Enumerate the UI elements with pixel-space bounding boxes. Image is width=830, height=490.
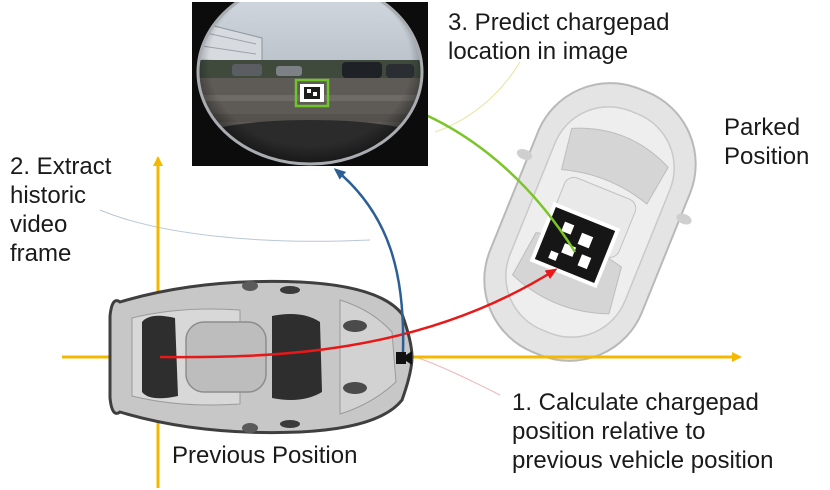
label-previous-position: Previous Position xyxy=(172,442,358,469)
arrow-extract-frame xyxy=(333,168,405,353)
leader-line-step1 xyxy=(409,354,501,396)
label-step3-predict-location: 3. Predict chargepad location in image xyxy=(448,9,670,65)
chargepad-detection-box xyxy=(294,78,330,108)
chargepad-marker-icon xyxy=(529,201,621,289)
label-step2-extract-frame: 2. Extract historic video frame xyxy=(10,153,112,267)
historic-video-frame xyxy=(192,2,428,166)
label-step1-calculate-position: 1. Calculate chargepad position relative… xyxy=(512,389,774,474)
arrow-calculate-chargepad xyxy=(159,268,558,359)
camera-icon xyxy=(396,351,412,365)
previous-car xyxy=(108,279,414,435)
leader-line-step3 xyxy=(434,61,521,133)
label-parked-position: Parked Position xyxy=(724,114,810,170)
leader-line-step2 xyxy=(99,209,371,242)
